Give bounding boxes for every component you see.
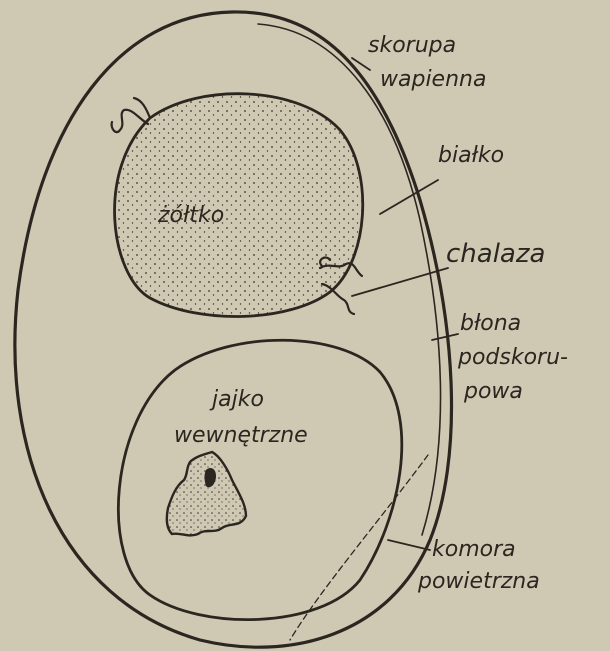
label-membrane-3: powa [463, 379, 523, 404]
label-shell-1: skorupa [368, 33, 456, 58]
air-chamber-boundary [290, 455, 428, 640]
label-yolk: żółtko [157, 203, 224, 228]
inner-egg-outline [118, 340, 401, 619]
label-shell-2: wapienna [380, 67, 486, 92]
chalaza-right [320, 258, 362, 314]
label-inner-egg-1: jajko [209, 387, 264, 412]
label-inner-egg-2: wewnętrzne [174, 423, 308, 448]
label-air-chamber-2: powietrzna [417, 569, 540, 594]
leader-membrane [432, 334, 458, 340]
label-chalaza: chalaza [446, 239, 545, 269]
leader-albumen [380, 180, 438, 214]
embryo-fill [167, 452, 246, 535]
yolk-fill [115, 94, 363, 317]
label-membrane-1: błona [460, 311, 521, 336]
leader-air-chamber [388, 540, 430, 550]
label-albumen: białko [438, 143, 504, 168]
label-membrane-2: podskoru- [457, 345, 568, 370]
label-air-chamber-1: komora [432, 537, 516, 562]
